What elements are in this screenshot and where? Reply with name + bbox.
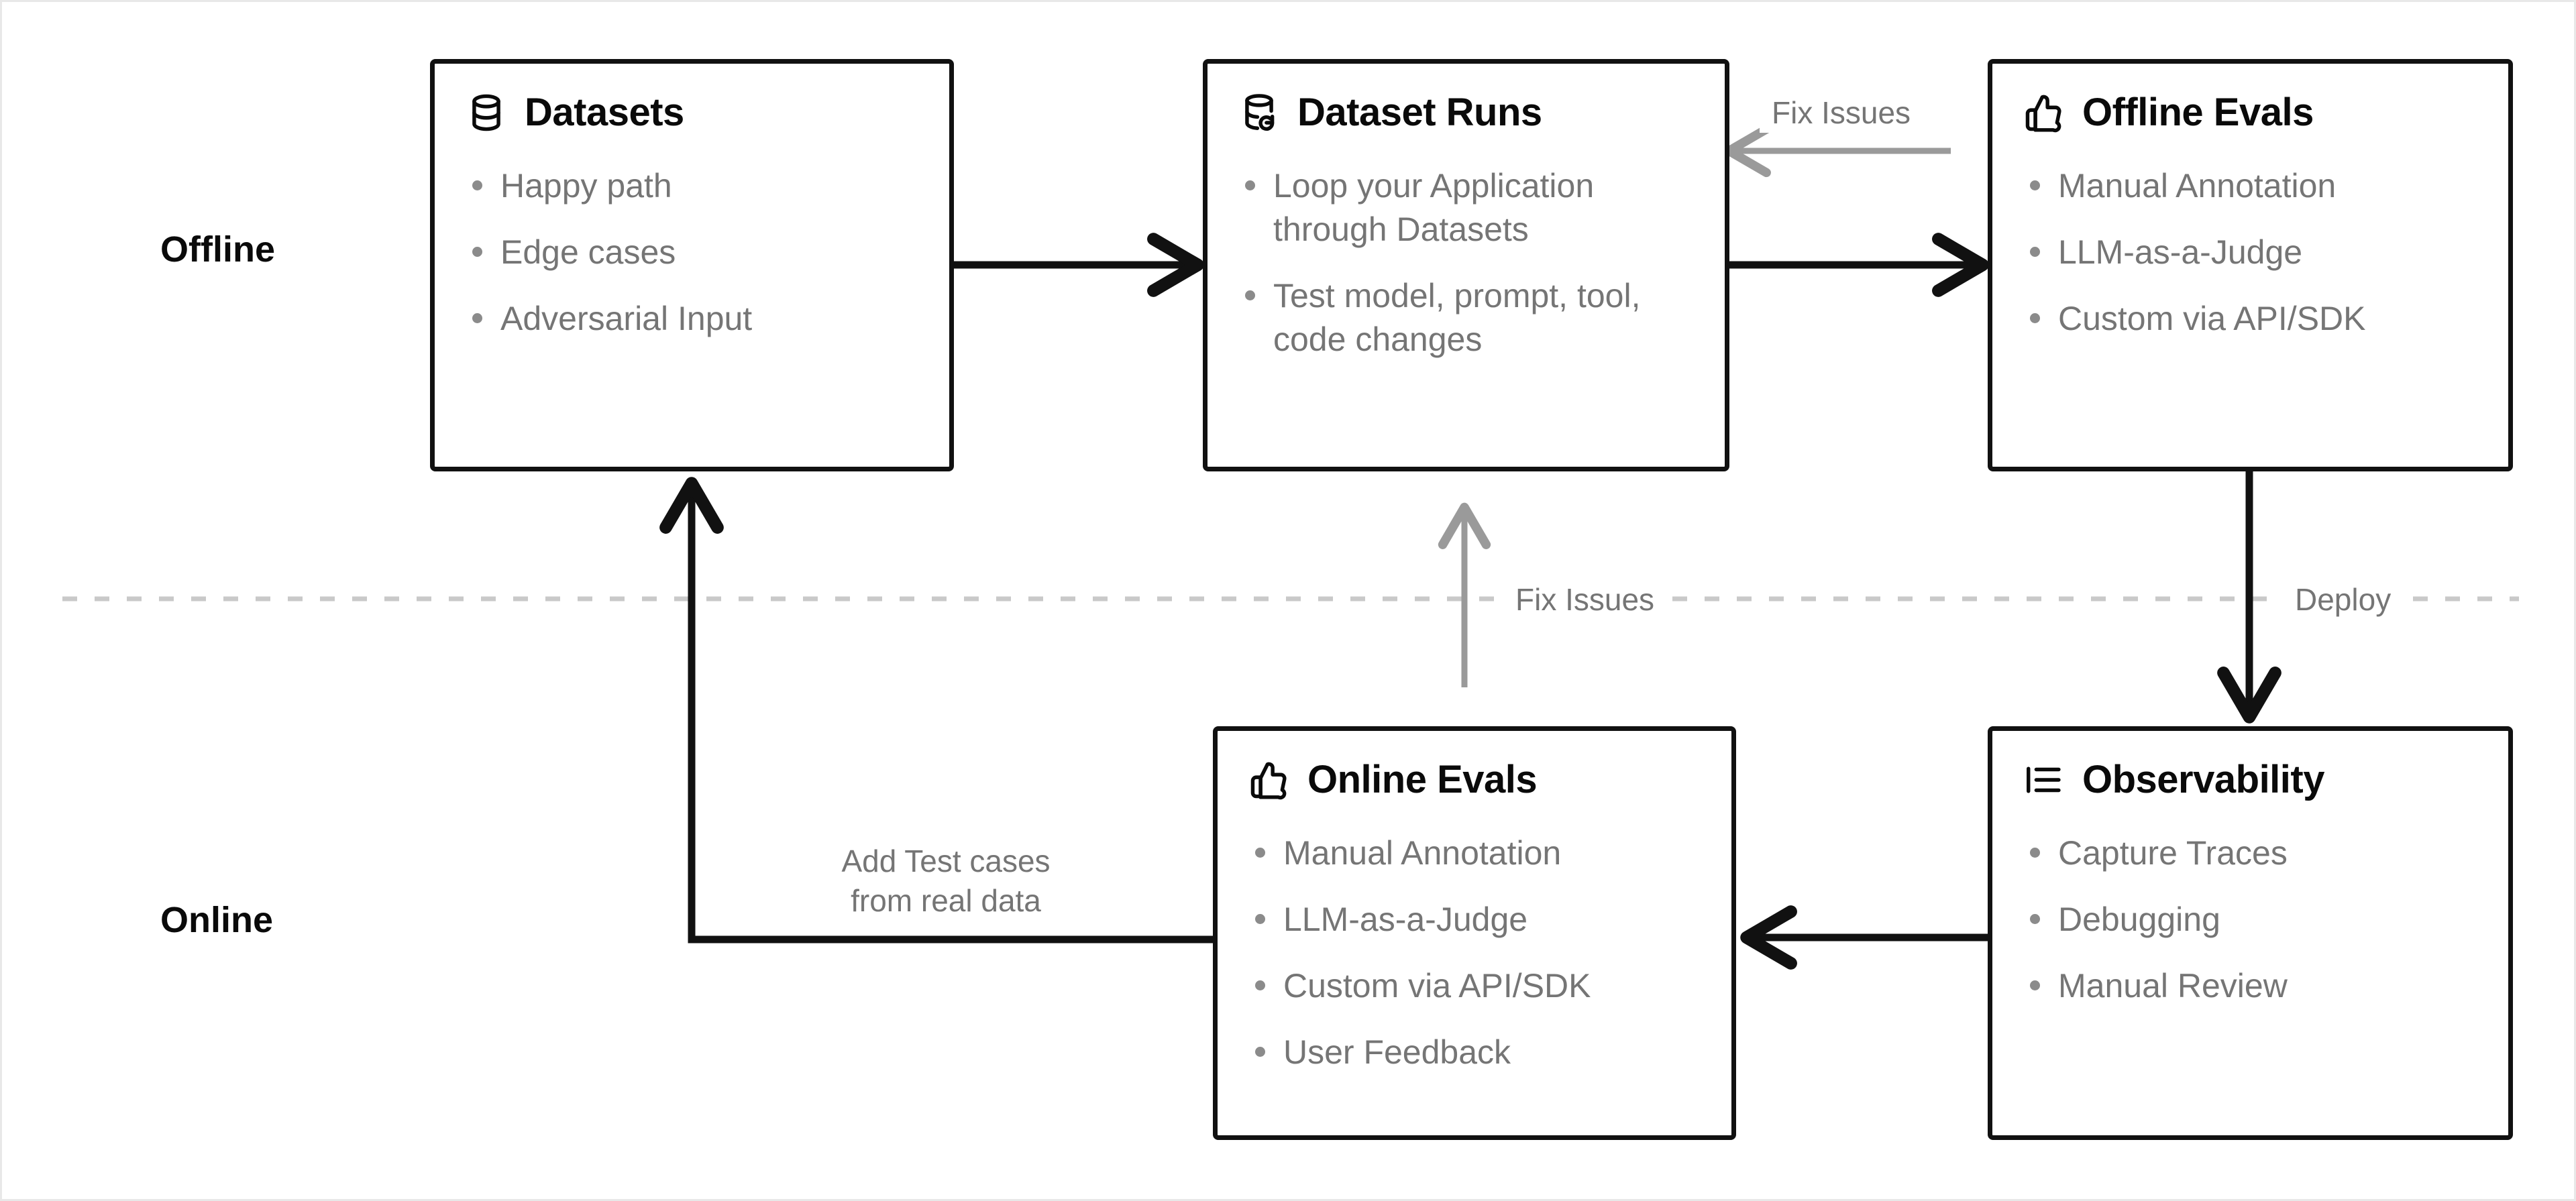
list-item: Loop your Application through Datasets (1238, 164, 1694, 251)
edge-label-deploy: Deploy (2283, 580, 2404, 620)
node-datasets-header: Datasets (466, 92, 918, 133)
bullet-text: Manual Annotation (1283, 834, 1562, 872)
bullet-dot (472, 313, 482, 323)
node-dataset-runs-bullets: Loop your Application through Datasets T… (1238, 164, 1694, 361)
list-item: Manual Review (2023, 964, 2477, 1008)
node-datasets[interactable]: Datasets Happy path Edge cases Adversari… (430, 59, 954, 471)
node-observability[interactable]: Observability Capture Traces Debugging M… (1988, 726, 2513, 1140)
bullet-dot (472, 180, 482, 190)
node-online-evals-title: Online Evals (1307, 757, 1538, 801)
list-item: Custom via API/SDK (2023, 297, 2477, 341)
list-item: Manual Annotation (2023, 164, 2477, 208)
node-online-evals[interactable]: Online Evals Manual Annotation LLM-as-a-… (1213, 726, 1736, 1140)
bullet-text: Adversarial Input (500, 300, 753, 337)
edge-label-add-test-cases-line2: from real data (851, 882, 1041, 918)
bullet-dot (1245, 180, 1255, 190)
edge-label-fix-issues-middle: Fix Issues (1503, 580, 1667, 620)
list-item: Test model, prompt, tool, code changes (1238, 274, 1694, 361)
database-icon (472, 94, 500, 131)
bullet-text: LLM-as-a-Judge (2058, 233, 2303, 271)
database-refresh-icon (1245, 94, 1275, 131)
list-item: Adversarial Input (466, 297, 918, 341)
node-datasets-bullets: Happy path Edge cases Adversarial Input (466, 164, 918, 341)
bullet-dot (2030, 914, 2040, 924)
node-datasets-title: Datasets (525, 90, 684, 134)
phase-label-online: Online (160, 900, 274, 940)
list-item: Capture Traces (2023, 832, 2477, 875)
bullet-dot (2030, 180, 2040, 190)
bullet-text: Manual Annotation (2058, 167, 2337, 205)
edge-label-add-test-cases: Add Test cases from real data (802, 842, 1090, 921)
bullet-text: Test model, prompt, tool, code changes (1273, 277, 1641, 358)
list-item: Custom via API/SDK (1248, 964, 1701, 1008)
bullet-text: Capture Traces (2058, 834, 2288, 872)
bullet-dot (1255, 848, 1265, 858)
node-observability-bullets: Capture Traces Debugging Manual Review (2023, 832, 2477, 1008)
phase-label-offline: Offline (160, 229, 275, 270)
list-item: Happy path (466, 164, 918, 208)
node-online-evals-bullets: Manual Annotation LLM-as-a-Judge Custom … (1248, 832, 1701, 1074)
thumbs-up-icon (2025, 95, 2061, 133)
bullet-text: Edge cases (500, 233, 676, 271)
list-item: Manual Annotation (1248, 832, 1701, 875)
node-dataset-runs-header: Dataset Runs (1238, 92, 1694, 133)
node-offline-evals-header: Offline Evals (2023, 92, 2477, 133)
node-dataset-runs[interactable]: Dataset Runs Loop your Application throu… (1203, 59, 1729, 471)
bullet-dot (472, 247, 482, 257)
list-item: Debugging (2023, 898, 2477, 941)
thumbs-up-icon (1250, 762, 1287, 800)
list-item: User Feedback (1248, 1031, 1701, 1074)
bullet-dot (1255, 980, 1265, 990)
bullet-text: Debugging (2058, 901, 2220, 938)
node-dataset-runs-title: Dataset Runs (1297, 90, 1542, 134)
bullet-dot (2030, 980, 2040, 990)
bullet-text: Loop your Application through Datasets (1273, 167, 1595, 248)
bullet-text: Manual Review (2058, 967, 2288, 1005)
bullet-dot (2030, 247, 2040, 257)
edge-label-fix-issues-top: Fix Issues (1760, 93, 1923, 133)
bullet-text: Custom via API/SDK (2058, 300, 2366, 337)
node-offline-evals[interactable]: Offline Evals Manual Annotation LLM-as-a… (1988, 59, 2513, 471)
bullet-text: Happy path (500, 167, 672, 205)
bullet-text: LLM-as-a-Judge (1283, 901, 1528, 938)
node-online-evals-header: Online Evals (1248, 759, 1701, 801)
bullet-dot (2030, 313, 2040, 323)
list-tree-icon (2027, 766, 2061, 793)
node-offline-evals-title: Offline Evals (2082, 90, 2314, 134)
bullet-dot (1245, 290, 1255, 300)
list-item: Edge cases (466, 231, 918, 274)
bullet-dot (2030, 848, 2040, 858)
bullet-text: Custom via API/SDK (1283, 967, 1591, 1005)
node-observability-header: Observability (2023, 759, 2477, 801)
bullet-dot (1255, 1047, 1265, 1057)
bullet-dot (1255, 914, 1265, 924)
list-item: LLM-as-a-Judge (2023, 231, 2477, 274)
node-offline-evals-bullets: Manual Annotation LLM-as-a-Judge Custom … (2023, 164, 2477, 341)
list-item: LLM-as-a-Judge (1248, 898, 1701, 941)
bullet-text: User Feedback (1283, 1033, 1511, 1071)
edge-label-add-test-cases-line1: Add Test cases (841, 844, 1051, 878)
node-observability-title: Observability (2082, 757, 2324, 801)
